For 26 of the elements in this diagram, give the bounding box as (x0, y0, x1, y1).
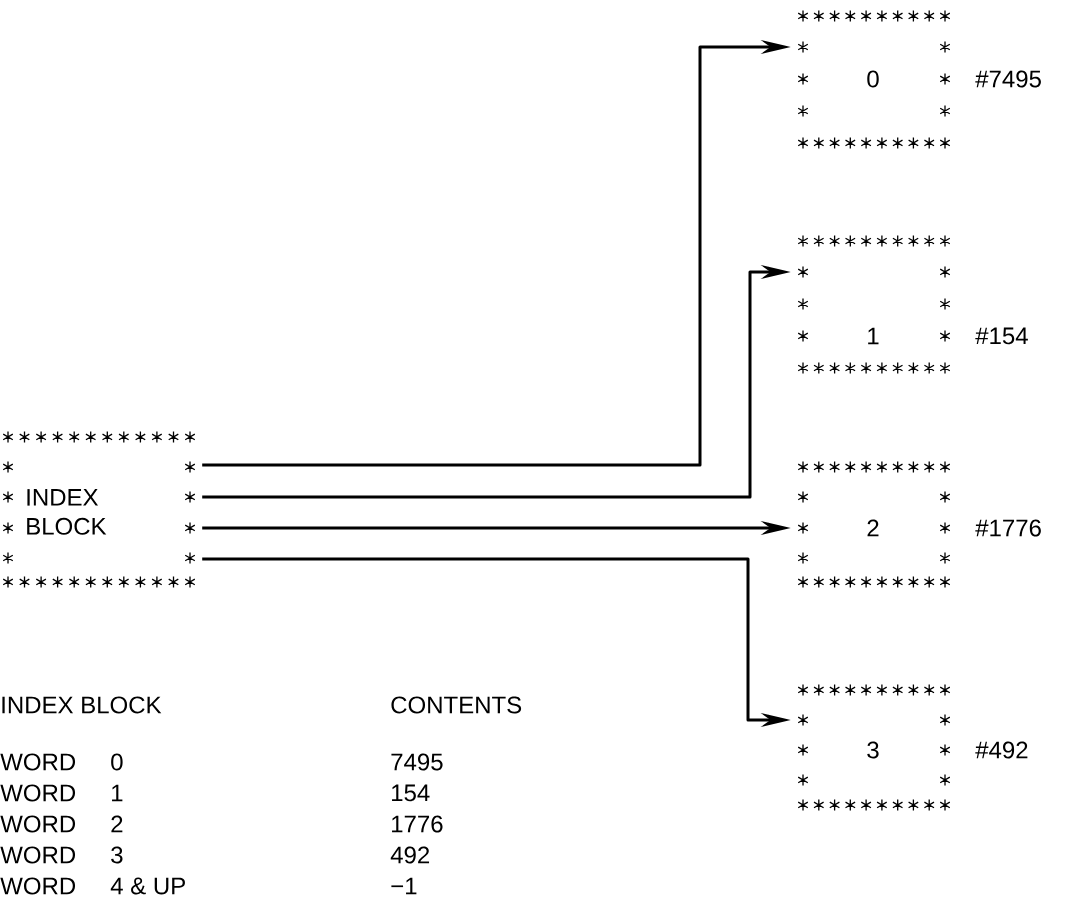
table-cell: WORD (0, 753, 76, 771)
table-cell: 2 (111, 815, 123, 833)
table-cell: WORD (0, 815, 76, 833)
table-cell: 1 (112, 784, 123, 802)
table-cell: 1776 (392, 815, 443, 833)
asterisk-box: INDEX BLOCK (2, 430, 196, 589)
table-cell: 7495 (391, 753, 443, 771)
table-cell: 492 (390, 846, 430, 864)
asterisk-box: 3 (797, 683, 951, 812)
table-cell: −1 (391, 877, 417, 895)
table-header: INDEX BLOCK (2, 696, 162, 714)
address-label: #7495 (975, 70, 1041, 88)
address-label: #1776 (975, 519, 1041, 537)
address-label: #154 (975, 327, 1028, 345)
table-cell: WORD (0, 784, 76, 802)
asterisk-box: 2 (797, 460, 951, 589)
table-cell: 4 & UP (110, 877, 185, 895)
table-cell: 3 (111, 846, 123, 864)
table-cell: WORD (0, 846, 76, 864)
table-cell: WORD (0, 877, 76, 895)
table-header: CONTENTS (391, 696, 522, 714)
address-label: #492 (975, 741, 1028, 759)
asterisk-box: 1 (797, 234, 951, 375)
table-cell: 154 (392, 784, 430, 802)
asterisk-box: 0 (797, 9, 951, 150)
table-cell: 0 (111, 753, 123, 771)
